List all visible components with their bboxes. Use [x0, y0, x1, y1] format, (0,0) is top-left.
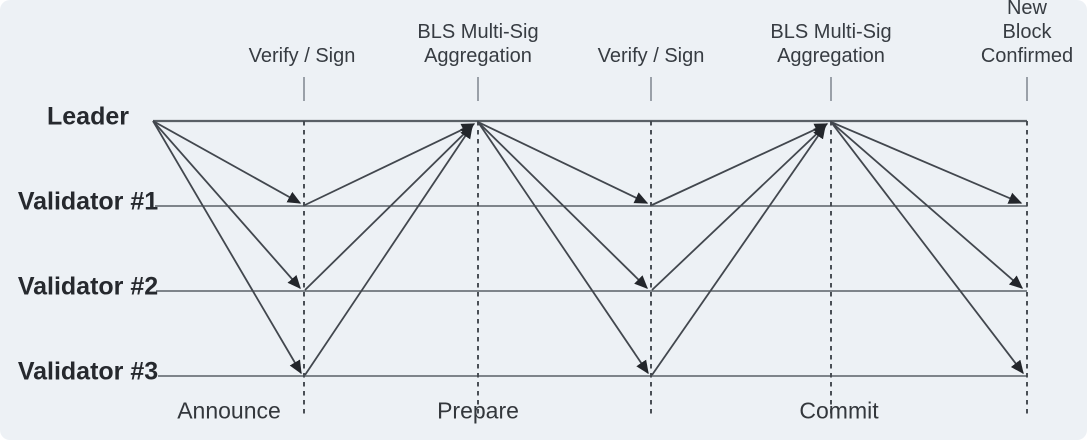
lane-label-validator-2: Validator #2 [17, 272, 159, 301]
event-label-bls-aggregation-2: BLS Multi-Sig Aggregation [770, 21, 892, 67]
commit-arrow-leader-to-validator2 [830, 121, 1024, 289]
prepare-arrow-leader-to-validator2 [477, 121, 648, 289]
phase-label-prepare: Prepare [437, 397, 519, 424]
phase-label-announce: Announce [177, 397, 281, 424]
event-label-verify-sign-1: Verify / Sign [248, 45, 356, 67]
timelines [153, 119, 1027, 377]
prepare-arrow-validator3-to-leader [304, 124, 473, 376]
event-ticks [303, 77, 1028, 101]
event-label-new-block-confirmed: New Block Confirmed [980, 0, 1074, 67]
commit-arrow-leader-to-validator3 [830, 121, 1024, 375]
prepare-arrow-leader-to-validator1 [477, 121, 649, 204]
commit-arrow-leader-to-validator1 [830, 121, 1023, 204]
event-label-bls-aggregation-1: BLS Multi-Sig Aggregation [417, 21, 539, 67]
phase-boundaries [303, 121, 1028, 418]
lane-label-validator-1: Validator #1 [17, 187, 159, 216]
announce-arrow-to-validator2 [152, 120, 301, 290]
prepare-arrow-validator1-to-leader [304, 123, 476, 206]
commit-arrow-validator1-to-leader [651, 123, 829, 206]
lane-label-validator-3: Validator #3 [17, 357, 159, 386]
message-arrows [152, 120, 1024, 376]
prepare-arrow-validator2-to-leader [304, 124, 474, 291]
lane-label-leader: Leader [47, 102, 129, 131]
prepare-arrow-leader-to-validator3 [477, 121, 649, 375]
phase-label-commit: Commit [799, 397, 879, 424]
announce-arrow-to-validator3 [152, 120, 302, 375]
event-label-verify-sign-2: Verify / Sign [597, 45, 705, 67]
commit-arrow-validator3-to-leader [651, 124, 826, 376]
announce-arrow-to-validator1 [152, 120, 302, 204]
commit-arrow-validator2-to-leader [651, 124, 827, 291]
